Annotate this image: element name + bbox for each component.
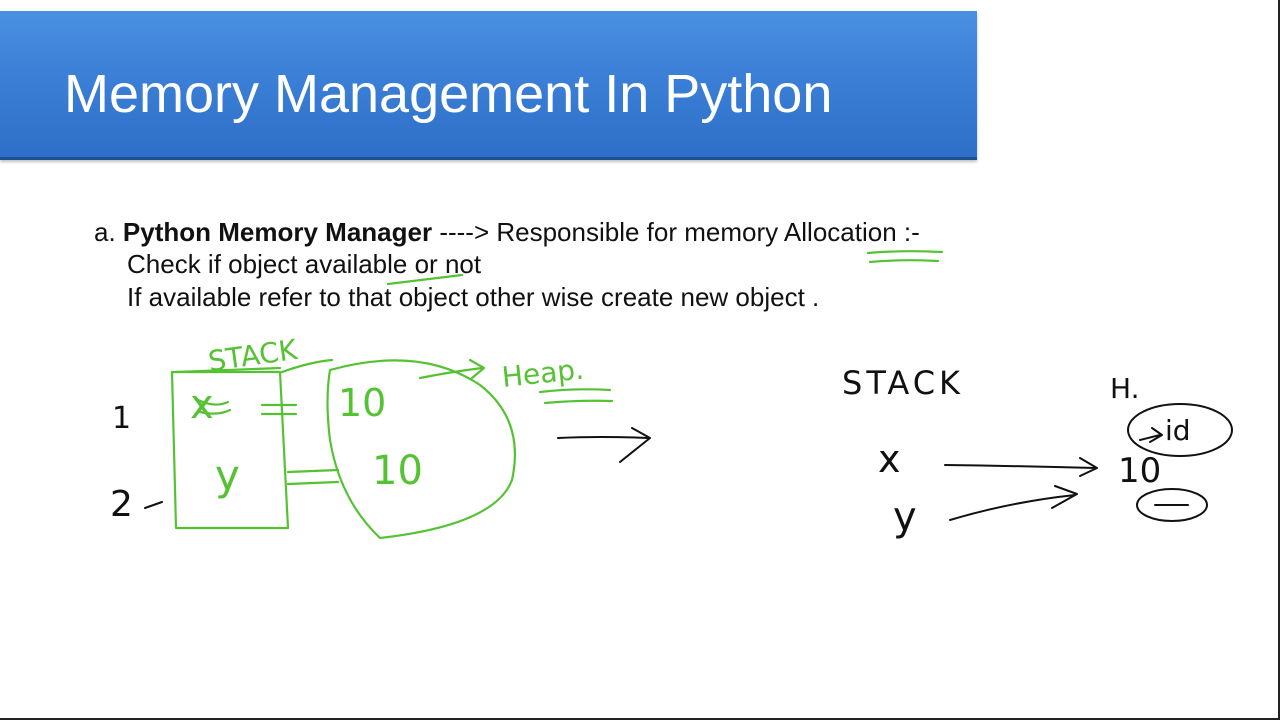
right-arrow: [557, 427, 651, 463]
bullet-a: a. Python Memory Manager ----> Responsib…: [94, 219, 920, 245]
stack-label-right: STACK: [842, 364, 964, 402]
arrow-to-heap: [418, 358, 486, 380]
bullet-a-prefix: a.: [94, 217, 123, 247]
x-var-right: x: [878, 437, 901, 481]
left-sketch: [170, 358, 614, 540]
bullet-a-rest: ----> Responsible for memory Allocation …: [432, 217, 920, 247]
stack-box: [170, 370, 290, 530]
slide-bottom-border: [0, 718, 1280, 720]
bullet-line-2: Check if object available or not: [127, 249, 482, 279]
value-right: 10: [1118, 451, 1161, 491]
heap-label-left: Heap.: [500, 353, 585, 394]
stack-label-left: STACK: [206, 333, 300, 378]
arrow-y-to-value: [949, 485, 1078, 521]
right-sketch: [944, 403, 1233, 522]
row-num-2: 2: [110, 484, 133, 525]
heap-label-right: H.: [1110, 372, 1139, 405]
heap-underline: [538, 388, 614, 405]
arrow-x-to-value: [944, 457, 1098, 477]
y-var-left: y: [215, 451, 240, 500]
underline-allocation-2: [868, 259, 940, 264]
x-var-left: x: [190, 382, 214, 428]
val2-left: 10: [372, 448, 423, 494]
row-num-1: 1: [112, 401, 131, 436]
second-circle: [1136, 488, 1208, 522]
bullet-a-bold: Python Memory Manager: [122, 217, 433, 247]
y-var-right: y: [893, 494, 917, 540]
id-circle: [1127, 403, 1233, 457]
slide-title: Memory Management In Python: [64, 64, 833, 124]
id-label: id: [1165, 414, 1191, 447]
bullet-line-3: If available refer to that object other …: [127, 282, 820, 312]
title-banner: Memory Management In Python: [0, 11, 977, 160]
heap-shape: [326, 359, 516, 540]
slide-right-border: [1278, 0, 1280, 720]
underline-allocation-1: [866, 250, 944, 255]
val1-left: 10: [338, 381, 386, 425]
left-black-marks: [144, 427, 651, 509]
